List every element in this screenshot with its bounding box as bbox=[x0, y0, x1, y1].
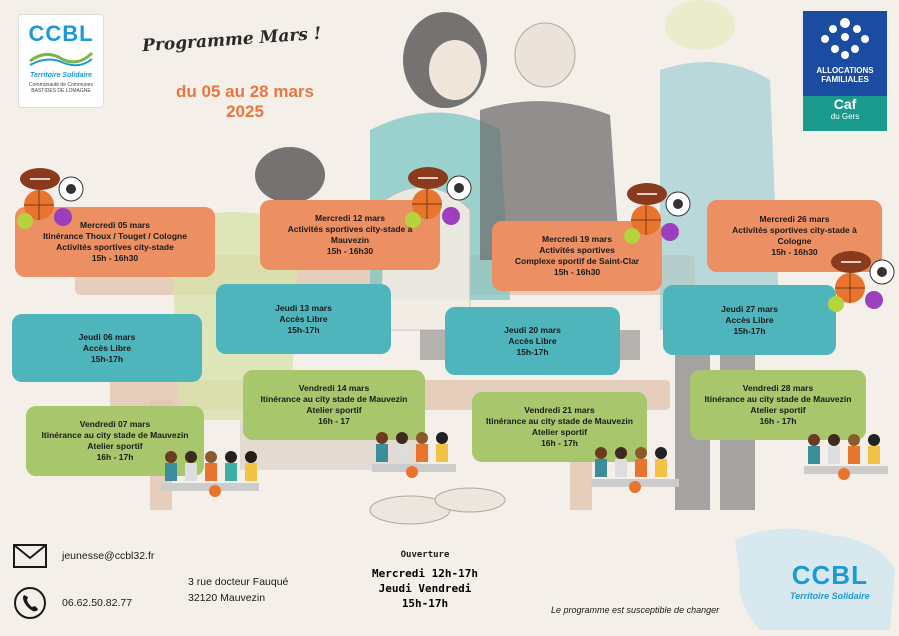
event-line: Itinérance au city stade de Mauvezin bbox=[704, 394, 852, 404]
event-day: Jeudi 13 mars bbox=[275, 302, 332, 313]
ccbl-footer-brand: CCBL bbox=[791, 560, 868, 590]
kids-group-icon bbox=[372, 432, 456, 478]
event-day: Mercredi 19 mars bbox=[542, 234, 612, 244]
envelope-icon bbox=[13, 544, 47, 568]
caf-logo: ALLOCATIONS FAMILIALES Caf du Gers bbox=[803, 11, 887, 131]
disclaimer: Le programme est susceptible de changer bbox=[551, 605, 720, 615]
address-line1: 3 rue docteur Fauqué bbox=[188, 576, 289, 588]
event-time: 15h-17h bbox=[733, 325, 766, 336]
event-day: Vendredi 21 mars bbox=[524, 405, 595, 415]
event-day: Vendredi 14 mars bbox=[298, 383, 370, 393]
event-card-jeudi-13: Jeudi 13 mars Accès Libre 15h-17h bbox=[216, 284, 391, 354]
event-line: Itinérance au city stade de Mauvezin bbox=[41, 430, 189, 440]
sports-balls-icon bbox=[828, 251, 895, 312]
event-card-mercredi-12: Mercredi 12 mars Activités sportives cit… bbox=[260, 200, 440, 270]
event-line: Accès Libre bbox=[279, 313, 328, 324]
kids-group-icon bbox=[591, 447, 679, 493]
caf-brand: Caf bbox=[833, 96, 857, 112]
event-line: Atelier sportif bbox=[531, 427, 588, 437]
date-range: du 05 au 28 mars 2025 bbox=[140, 82, 350, 122]
event-line: Activités sportives city-stade à bbox=[287, 224, 413, 234]
event-card-vendredi-21: Vendredi 21 mars Itinérance au city stad… bbox=[472, 392, 647, 462]
phone-icon bbox=[14, 587, 46, 619]
event-time: 15h-17h bbox=[516, 346, 549, 357]
event-day: Vendredi 07 mars bbox=[79, 419, 151, 429]
event-day: Vendredi 28 mars bbox=[742, 383, 814, 393]
event-day: Jeudi 27 mars bbox=[721, 303, 778, 314]
ccbl-line1: Communauté de Communes bbox=[29, 82, 93, 88]
event-line: Mauvezin bbox=[330, 235, 370, 245]
event-line: Activités sportives city-stade bbox=[56, 242, 174, 252]
sports-balls-icon bbox=[624, 183, 691, 244]
event-time: 15h - 16h30 bbox=[326, 246, 374, 256]
kids-group-icon bbox=[161, 451, 259, 497]
caf-line2: FAMILIALES bbox=[821, 75, 869, 84]
date-range-year: 2025 bbox=[226, 102, 264, 121]
event-time: 15h - 16h30 bbox=[771, 247, 818, 257]
event-line: Activités sportives bbox=[539, 245, 615, 255]
ccbl-footer-logo: CCBL Territoire Solidaire bbox=[790, 560, 870, 601]
opening-line3: 15h-17h bbox=[401, 597, 449, 610]
event-card-mercredi-05: Mercredi 05 mars Itinérance Thoux / Toug… bbox=[15, 207, 215, 277]
opening-hours: Ouverture Mercredi 12h-17h Jeudi Vendred… bbox=[360, 550, 490, 610]
event-day: Jeudi 20 mars bbox=[504, 324, 561, 335]
event-line: Cologne bbox=[777, 236, 812, 246]
ccbl-tagline: Territoire Solidaire bbox=[30, 72, 92, 79]
event-line: Itinérance au city stade de Mauvezin bbox=[486, 416, 633, 426]
event-time: 16h - 17h bbox=[96, 452, 134, 462]
ccbl-footer-tagline: Territoire Solidaire bbox=[790, 591, 870, 601]
contact-phone[interactable]: 06.62.50.82.77 bbox=[62, 597, 133, 609]
event-card-jeudi-20: Jeudi 20 mars Accès Libre 15h-17h bbox=[445, 307, 620, 375]
address-line2: 32120 Mauvezin bbox=[188, 592, 266, 604]
caf-gers: du Gers bbox=[830, 112, 860, 121]
event-time: 15h-17h bbox=[287, 324, 320, 335]
contact-address: 3 rue docteur Fauqué 32120 Mauvezin bbox=[188, 574, 288, 606]
event-day: Mercredi 05 mars bbox=[80, 220, 150, 230]
event-line: Accès Libre bbox=[725, 314, 774, 325]
event-line: Itinérance au city stade de Mauvezin bbox=[260, 394, 408, 404]
event-line: Atelier sportif bbox=[306, 405, 362, 415]
date-range-line1: du 05 au 28 mars bbox=[176, 82, 314, 101]
event-card-vendredi-14: Vendredi 14 mars Itinérance au city stad… bbox=[243, 370, 425, 440]
opening-label: Ouverture bbox=[400, 550, 450, 560]
opening-line2: Jeudi Vendredi bbox=[378, 582, 472, 595]
event-line: Itinérance Thoux / Touget / Cologne bbox=[43, 231, 187, 241]
event-line: Atelier sportif bbox=[750, 405, 806, 415]
event-time: 15h - 16h30 bbox=[91, 253, 139, 263]
event-day: Mercredi 12 mars bbox=[315, 213, 385, 223]
event-time: 16h - 17h bbox=[541, 438, 578, 448]
event-card-jeudi-06: Jeudi 06 mars Accès Libre 15h-17h bbox=[12, 314, 202, 382]
sports-balls-icon bbox=[405, 167, 472, 228]
ccbl-brand: CCBL bbox=[28, 21, 94, 46]
event-line: Atelier sportif bbox=[87, 441, 143, 451]
event-time: 15h - 16h30 bbox=[553, 267, 601, 277]
ccbl-line2: BASTIDES DE LOMAGNE bbox=[31, 88, 91, 94]
event-day: Jeudi 06 mars bbox=[78, 331, 136, 342]
event-time: 15h-17h bbox=[90, 353, 124, 364]
event-line: Accès Libre bbox=[82, 342, 132, 353]
sports-balls-icon bbox=[17, 168, 84, 229]
event-time: 16h - 17 bbox=[318, 416, 350, 426]
contact-email[interactable]: jeunesse@ccbl32.fr bbox=[62, 550, 155, 562]
family-icon bbox=[821, 18, 869, 59]
event-time: 16h - 17h bbox=[759, 416, 797, 426]
event-day: Mercredi 26 mars bbox=[759, 214, 830, 224]
ccbl-logo: CCBL Territoire Solidaire Communauté de … bbox=[18, 14, 104, 108]
kids-group-icon bbox=[804, 434, 888, 480]
caf-line1: ALLOCATIONS bbox=[816, 66, 874, 75]
opening-line1: Mercredi 12h-17h bbox=[372, 567, 478, 580]
event-card-vendredi-28: Vendredi 28 mars Itinérance au city stad… bbox=[690, 370, 866, 440]
event-line: Activités sportives city-stade à bbox=[732, 225, 857, 235]
event-card-jeudi-27: Jeudi 27 mars Accès Libre 15h-17h bbox=[663, 285, 836, 355]
ccbl-wave-icon bbox=[29, 51, 94, 67]
event-line: Accès Libre bbox=[508, 335, 557, 346]
event-line: Complexe sportif de Saint-Clar bbox=[514, 256, 640, 266]
